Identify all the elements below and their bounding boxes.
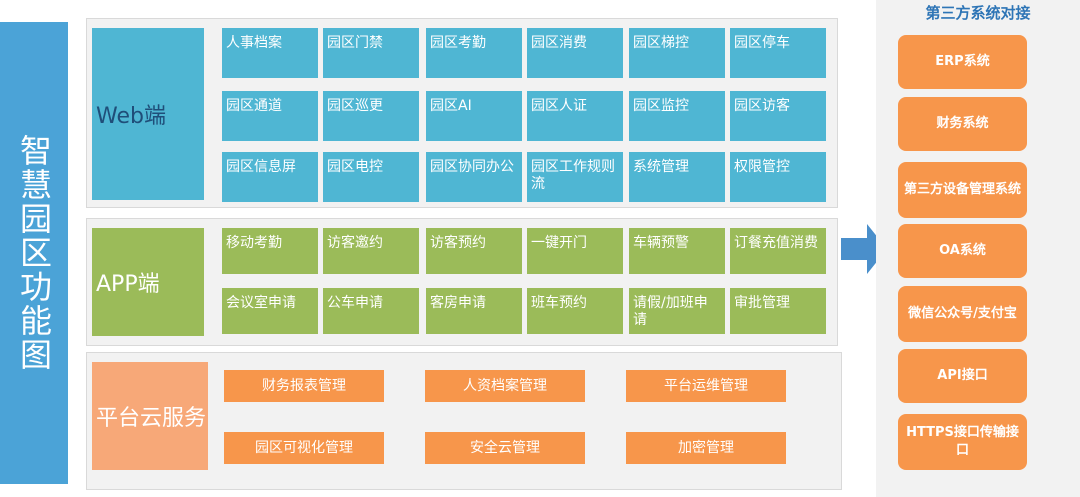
third-party-item: ERP系统 xyxy=(898,35,1027,89)
cloud-tile: 加密管理 xyxy=(626,432,786,464)
web-tile: 园区访客 xyxy=(730,91,826,141)
app-tile: 访客预约 xyxy=(426,228,522,274)
web-tile: 园区停车 xyxy=(730,28,826,78)
cloud-section-label: 平台云服务 xyxy=(96,406,207,431)
web-tile: 园区考勤 xyxy=(426,28,522,78)
web-section-label: Web端 xyxy=(96,104,166,129)
cloud-tile: 园区可视化管理 xyxy=(224,432,384,464)
web-tile: 园区监控 xyxy=(629,91,725,141)
app-section-label-box: APP端 xyxy=(92,228,204,336)
third-party-item: 微信公众号/支付宝 xyxy=(898,286,1027,342)
third-party-item: OA系统 xyxy=(898,224,1027,278)
web-tile: 园区门禁 xyxy=(323,28,419,78)
app-tile: 订餐充值消费 xyxy=(730,228,826,274)
app-tile: 客房申请 xyxy=(426,288,522,334)
cloud-section-label-box: 平台云服务 xyxy=(92,362,208,470)
cloud-tile: 安全云管理 xyxy=(425,432,585,464)
app-tile: 会议室申请 xyxy=(222,288,318,334)
app-tile: 移动考勤 xyxy=(222,228,318,274)
web-section-label-box: Web端 xyxy=(92,28,204,200)
app-tile: 访客邀约 xyxy=(323,228,419,274)
web-tile: 园区信息屏 xyxy=(222,152,318,202)
cloud-tile: 平台运维管理 xyxy=(626,370,786,402)
web-tile: 园区人证 xyxy=(527,91,623,141)
web-tile: 园区通道 xyxy=(222,91,318,141)
web-tile: 园区巡更 xyxy=(323,91,419,141)
web-tile: 园区协同办公 xyxy=(426,152,522,202)
app-tile: 审批管理 xyxy=(730,288,826,334)
web-tile: 人事档案 xyxy=(222,28,318,78)
third-party-item: 财务系统 xyxy=(898,97,1027,151)
web-tile: 园区AI xyxy=(426,91,522,141)
third-party-item: API接口 xyxy=(898,349,1027,403)
app-section-label: APP端 xyxy=(96,272,160,297)
app-tile: 班车预约 xyxy=(527,288,623,334)
app-tile: 公车申请 xyxy=(323,288,419,334)
web-tile: 系统管理 xyxy=(629,152,725,202)
app-tile: 一键开门 xyxy=(527,228,623,274)
web-tile: 园区梯控 xyxy=(629,28,725,78)
web-tile: 园区工作规则流 xyxy=(527,152,623,202)
main-title: 智慧园区功能图 xyxy=(15,134,53,372)
main-title-bar: 智慧园区功能图 xyxy=(0,22,68,484)
third-party-title: 第三方系统对接 xyxy=(925,4,1031,22)
cloud-tile: 人资档案管理 xyxy=(425,370,585,402)
app-tile: 车辆预警 xyxy=(629,228,725,274)
web-tile: 权限管控 xyxy=(730,152,826,202)
web-tile: 园区电控 xyxy=(323,152,419,202)
cloud-tile: 财务报表管理 xyxy=(224,370,384,402)
third-party-item: HTTPS接口传输接口 xyxy=(898,414,1027,470)
web-tile: 园区消费 xyxy=(527,28,623,78)
app-tile: 请假/加班申请 xyxy=(629,288,725,334)
third-party-item: 第三方设备管理系统 xyxy=(898,162,1027,218)
arrow-right-icon xyxy=(841,224,887,274)
